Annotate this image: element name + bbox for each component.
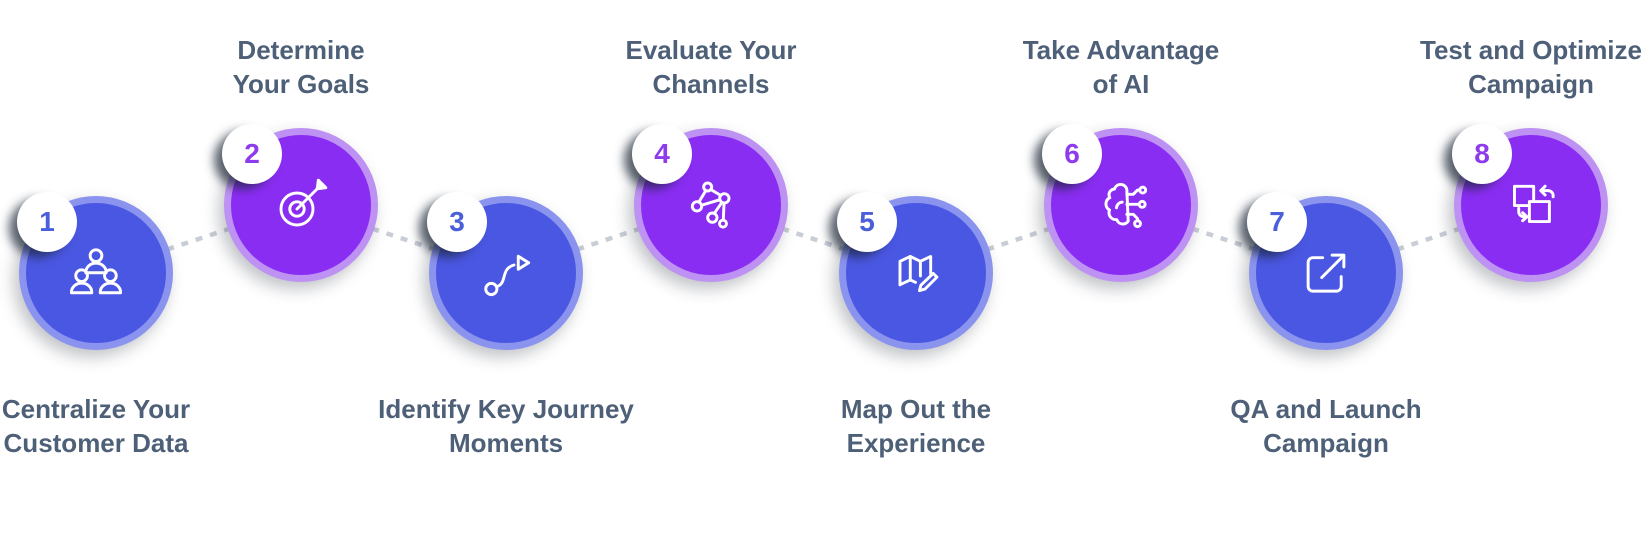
step-circle: [634, 128, 788, 282]
step-number: 2: [244, 138, 260, 169]
step-title-line: Determine: [237, 35, 365, 65]
journey-path-icon: [474, 241, 538, 305]
step-number-badge: 1: [17, 192, 77, 252]
step-title-line: QA and Launch: [1230, 394, 1422, 424]
step-number: 3: [449, 206, 465, 237]
step-title-line: Map Out the: [840, 394, 992, 424]
users-icon: [64, 241, 128, 305]
step-title-line: Take Advantage: [1022, 35, 1220, 65]
step-title-line: Experience: [846, 428, 986, 458]
step-number-badge: 6: [1042, 124, 1102, 184]
step-title: Centralize Your Customer Data: [0, 392, 256, 460]
step-number-badge: 7: [1247, 192, 1307, 252]
step-circle: [19, 196, 173, 350]
step-title-line: Centralize Your: [1, 394, 191, 424]
step-title: Identify Key Journey Moments: [346, 392, 666, 460]
map-edit-icon: [884, 241, 948, 305]
step-circle: [839, 196, 993, 350]
step-title: Take Advantage of AI: [961, 33, 1281, 101]
step-number: 1: [39, 206, 55, 237]
ai-brain-icon: [1089, 173, 1153, 237]
step-title-line: Test and Optimize: [1420, 35, 1642, 65]
step-title: Determine Your Goals: [141, 33, 461, 101]
step-title-line: Campaign: [1263, 428, 1389, 458]
step-title-line: of AI: [1092, 69, 1150, 99]
step-title: Test and Optimize Campaign: [1371, 33, 1647, 101]
step-number-badge: 5: [837, 192, 897, 252]
step-title-line: Moments: [448, 428, 564, 458]
ab-swap-icon: [1499, 173, 1563, 237]
step-number-badge: 2: [222, 124, 282, 184]
step-title: QA and Launch Campaign: [1166, 392, 1486, 460]
step-number: 6: [1064, 138, 1080, 169]
step-title-line: Your Goals: [232, 69, 370, 99]
step-number: 8: [1474, 138, 1490, 169]
step-number-badge: 3: [427, 192, 487, 252]
step-title: Map Out the Experience: [756, 392, 1076, 460]
external-link-icon: [1294, 241, 1358, 305]
network-nodes-icon: [679, 173, 743, 237]
step-number: 5: [859, 206, 875, 237]
step-title-line: Customer Data: [3, 428, 189, 458]
step-number-badge: 4: [632, 124, 692, 184]
step-number: 4: [654, 138, 670, 169]
step-number-badge: 8: [1452, 124, 1512, 184]
step-title-line: Identify Key Journey: [378, 394, 634, 424]
step-number: 7: [1269, 206, 1285, 237]
step-title-line: Evaluate Your: [625, 35, 797, 65]
target-arrow-icon: [269, 173, 333, 237]
step-title-line: Channels: [652, 69, 770, 99]
step-title-line: Campaign: [1468, 69, 1594, 99]
step-title: Evaluate Your Channels: [551, 33, 871, 101]
